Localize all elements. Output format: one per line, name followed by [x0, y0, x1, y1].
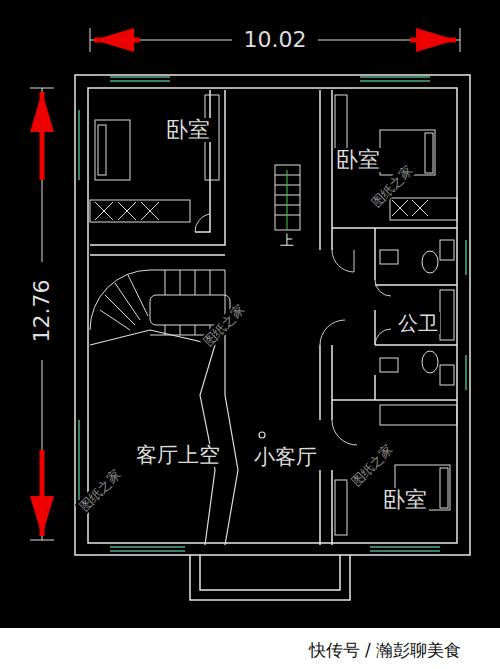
room-label: 上	[278, 232, 296, 248]
room-label: 卧室	[164, 118, 212, 142]
room-label: 客厅上空	[134, 444, 222, 467]
dimension-arrows	[42, 40, 456, 536]
void-edge	[90, 330, 265, 545]
room-label: 卧室	[334, 148, 382, 172]
windows	[79, 77, 466, 551]
stairs	[90, 165, 300, 335]
walls	[75, 75, 470, 600]
watermark: 图纸之家	[347, 440, 397, 490]
dimension-text: 10.02	[242, 28, 309, 52]
room-label: 公卫	[396, 312, 440, 334]
room-label: 小客厅	[252, 446, 319, 469]
furniture	[90, 95, 457, 535]
dimension-text: 12.76	[30, 278, 54, 345]
footer-band	[0, 628, 500, 669]
dimension-lines	[30, 28, 460, 540]
door-swings	[195, 214, 391, 445]
room-label: 卧室	[381, 488, 429, 512]
footer-credit: 快传号 / 瀚彭聊美食	[307, 641, 464, 660]
watermark: 图纸之家	[75, 465, 125, 515]
